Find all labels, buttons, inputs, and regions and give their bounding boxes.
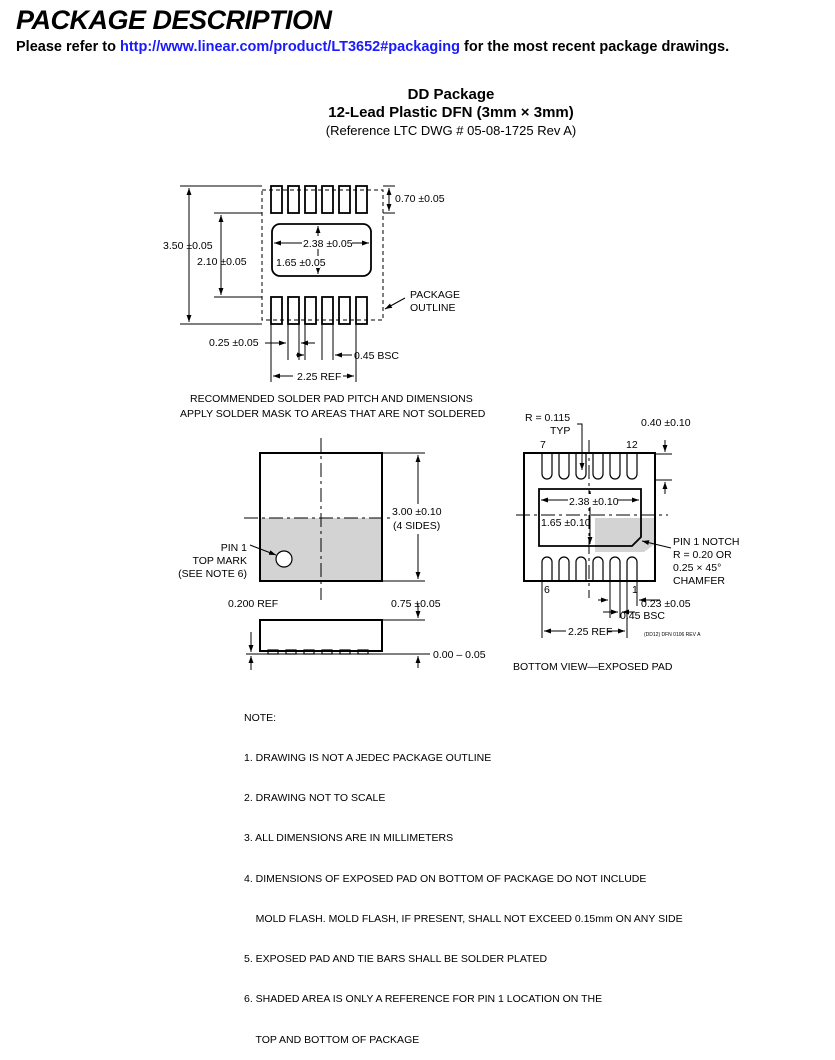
- package-link[interactable]: http://www.linear.com/product/LT3652#pac…: [119, 39, 460, 55]
- bottom-dim-ref: 2.25 REF: [568, 626, 612, 638]
- refer-line: Please refer to http://www.linear.com/pr…: [16, 38, 729, 56]
- bottom-dim-ep-height: 1.65 ±0.10: [541, 517, 591, 529]
- pin-12-label: 12: [626, 439, 638, 451]
- dim-lead-width: 0.23 ±0.05: [641, 598, 691, 610]
- dim-total-height: 3.50 ±0.05: [163, 240, 213, 252]
- bottom-dim-ep-width: 2.38 ±0.10: [569, 496, 619, 508]
- note-line: 5. EXPOSED PAD AND TIE BARS SHALL BE SOL…: [244, 953, 548, 966]
- notes-block: NOTE: 1. DRAWING IS NOT A JEDEC PACKAGE …: [244, 685, 683, 1060]
- note-line: 2. DRAWING NOT TO SCALE: [244, 792, 386, 805]
- package-name: DD Package: [407, 86, 495, 103]
- note-line: 3. ALL DIMENSIONS ARE IN MILLIMETERS: [244, 832, 454, 845]
- dwg-code: (DD12) DFN 0106 REV A: [644, 632, 701, 638]
- note-line: 4. DIMENSIONS OF EXPOSED PAD ON BOTTOM O…: [244, 872, 647, 885]
- dim-sides: 3.00 ±0.10: [392, 506, 442, 518]
- refer-prefix: Please refer to: [16, 39, 120, 55]
- note-line: NOTE:: [244, 711, 277, 724]
- side-view: [246, 604, 430, 670]
- dim-height: 0.75 ±0.05: [391, 598, 441, 610]
- notch-label: PIN 1 NOTCH: [673, 536, 740, 548]
- pin-1-label: 1: [632, 584, 638, 596]
- notch-chamfer-size: 0.25 × 45°: [673, 562, 721, 574]
- note-line: 1. DRAWING IS NOT A JEDEC PACKAGE OUTLIN…: [244, 752, 492, 765]
- dim-pad-height: 0.70 ±0.05: [395, 193, 445, 205]
- package-reference: (Reference LTC DWG # 05-08-1725 Rev A): [325, 123, 577, 138]
- note-line: TOP AND BOTTOM OF PACKAGE: [244, 1033, 420, 1046]
- footprint-caption-2: APPLY SOLDER MASK TO AREAS THAT ARE NOT …: [180, 408, 486, 420]
- bottom-view: [516, 423, 672, 638]
- top-view-labels: 3.00 ±0.10 (4 SIDES) PIN 1 TOP MARK (SEE…: [178, 504, 442, 580]
- top-view: [244, 438, 425, 600]
- bottom-view-labels: R = 0.115 TYP 0.40 ±0.10 7 12 2.38 ±0.10…: [513, 412, 740, 673]
- package-header: DD Package 12-Lead Plastic DFN (3mm × 3m…: [251, 86, 651, 139]
- dim-pitch: 0.45 BSC: [354, 350, 399, 362]
- note-line: 6. SHADED AREA IS ONLY A REFERENCE FOR P…: [244, 993, 603, 1006]
- bottom-dim-pitch: 0.45 BSC: [620, 610, 665, 622]
- refer-suffix: for the most recent package drawings.: [460, 39, 730, 55]
- dim-inner-height: 2.10 ±0.05: [197, 256, 247, 268]
- dim-sides-note: (4 SIDES): [393, 520, 440, 532]
- dim-ref-height: 0.200 REF: [228, 598, 278, 610]
- bottom-top-leads: [541, 454, 638, 480]
- notch-chamfer-label: CHAMFER: [673, 575, 725, 587]
- page-title: PACKAGE DESCRIPTION: [16, 5, 332, 35]
- footprint-top-pads: [270, 185, 368, 214]
- note-line: MOLD FLASH. MOLD FLASH, IF PRESENT, SHAL…: [244, 912, 683, 925]
- side-view-labels: 0.200 REF 0.75 ±0.05 0.00 – 0.05: [228, 598, 486, 661]
- package-drawing: 0.70 ±0.05 3.50 ±0.05 2.10 ±0.05 2.38 ±0…: [163, 185, 740, 673]
- footprint-labels: 0.70 ±0.05 3.50 ±0.05 2.10 ±0.05 2.38 ±0…: [163, 193, 486, 420]
- dim-lead-length: 0.40 ±0.10: [641, 417, 691, 429]
- pin-6-label: 6: [544, 584, 550, 596]
- radius-label: R = 0.115: [525, 412, 570, 424]
- package-description: 12-Lead Plastic DFN (3mm × 3mm): [328, 104, 574, 121]
- bottom-bottom-leads: [541, 556, 638, 580]
- radius-typ-label: TYP: [550, 425, 570, 437]
- dim-ep-height: 1.65 ±0.05: [276, 257, 326, 269]
- pin1-top-mark: [275, 550, 293, 568]
- side-view-body: [259, 619, 383, 652]
- pin1-label: PIN 1: [221, 542, 247, 554]
- pin1-top-mark-label: TOP MARK: [193, 555, 247, 567]
- dim-ep-width: 2.38 ±0.05: [303, 238, 353, 250]
- notch-radius-label: R = 0.20 OR: [673, 549, 732, 561]
- outline-label-2: OUTLINE: [410, 302, 456, 314]
- footprint-caption-1: RECOMMENDED SOLDER PAD PITCH AND DIMENSI…: [190, 393, 473, 405]
- dim-ref: 2.25 REF: [297, 371, 341, 383]
- pin1-note-label: (SEE NOTE 6): [178, 568, 247, 580]
- outline-label-1: PACKAGE: [410, 289, 460, 301]
- footprint-exposed-pad: [271, 223, 372, 277]
- bottom-exposed-pad: [538, 488, 642, 547]
- dim-pad-width: 0.25 ±0.05: [209, 337, 259, 349]
- pin-7-label: 7: [540, 439, 546, 451]
- footprint-bottom-pads: [270, 296, 368, 325]
- bottom-view-caption: BOTTOM VIEW—EXPOSED PAD: [513, 661, 673, 673]
- dim-standoff: 0.00 – 0.05: [433, 649, 486, 661]
